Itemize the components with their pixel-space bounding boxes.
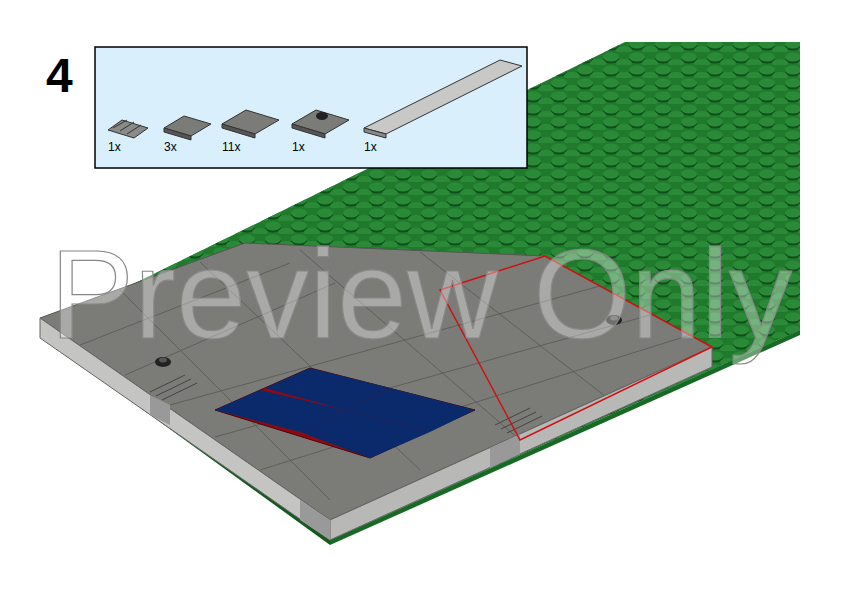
part-quantity: 1x xyxy=(108,140,121,154)
part-quantity: 1x xyxy=(364,140,377,154)
part-quantity: 3x xyxy=(164,140,177,154)
watermark: Preview Only xyxy=(0,222,842,367)
part-quantity: 1x xyxy=(292,140,305,154)
step-number: 4 xyxy=(46,48,73,103)
parts-panel: 1x 3x 11x 1x 1x xyxy=(95,47,527,168)
part-quantity: 11x xyxy=(222,140,240,154)
